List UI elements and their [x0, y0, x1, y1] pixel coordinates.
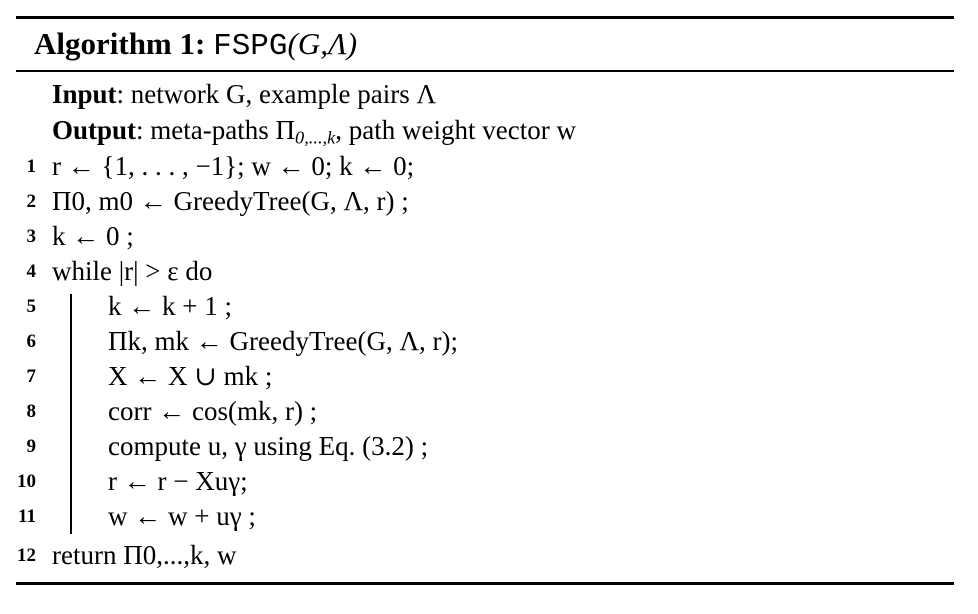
line-number: 6 — [26, 331, 37, 352]
line-text: while |r| > ε do — [52, 256, 213, 286]
line-text: compute u, γ using Eq. (3.2) ; — [108, 431, 429, 461]
output-keyword: Output — [52, 115, 137, 145]
line-text: k ← 0 ; — [52, 221, 134, 251]
algorithm-line-5: 5 k ← k + 1 ; — [0, 289, 978, 324]
output-subscript: 0,...,k — [295, 127, 336, 148]
algorithm-line-3: 3 k ← 0 ; — [0, 219, 978, 254]
line-number: 4 — [26, 261, 37, 282]
line-text: k ← k + 1 ; — [108, 291, 232, 321]
line-text: return Π0,...,k, w — [52, 540, 237, 570]
output-text-b: , path weight vector w — [335, 115, 576, 145]
title-rule — [16, 70, 954, 72]
line-number: 12 — [17, 545, 36, 566]
line-text: X ← X ∪ mk ; — [108, 361, 273, 391]
input-keyword: Input — [52, 79, 117, 109]
algorithm-line-4: 4 while |r| > ε do — [0, 254, 978, 289]
algorithm-title: Algorithm 1: FSPG(G,Λ) — [34, 24, 357, 67]
algorithm-line-6: 6 Πk, mk ← GreedyTree(G, Λ, r); — [0, 324, 978, 359]
algorithm-line-9: 9 compute u, γ using Eq. (3.2) ; — [0, 429, 978, 464]
line-number: 9 — [26, 436, 37, 457]
algorithm-line-10: 10 r ← r − Xuγ; — [0, 464, 978, 499]
output-text-a: : meta-paths Π — [136, 115, 296, 145]
line-text: Πk, mk ← GreedyTree(G, Λ, r); — [108, 326, 459, 356]
input-line: Input: network G, example pairs Λ — [0, 77, 978, 112]
input-text: : network G, example pairs Λ — [116, 79, 437, 109]
line-text: r ← r − Xuγ; — [108, 466, 248, 496]
algorithm-line-1: 1 r ← {1, . . . , −1}; w ← 0; k ← 0; — [0, 149, 978, 184]
algorithm-line-8: 8 corr ← cos(mk, r) ; — [0, 394, 978, 429]
line-text: r ← {1, . . . , −1}; w ← 0; k ← 0; — [52, 151, 415, 181]
line-number: 3 — [26, 226, 37, 247]
algorithm-label: Algorithm 1: — [34, 26, 206, 61]
while-block-bar — [70, 294, 72, 534]
line-number: 10 — [17, 471, 36, 492]
line-number: 2 — [26, 191, 37, 212]
line-text: Π0, m0 ← GreedyTree(G, Λ, r) ; — [52, 186, 409, 216]
algorithm-line-12: 12 return Π0,...,k, w — [0, 538, 978, 573]
line-number: 5 — [26, 296, 37, 317]
output-line: Output: meta-paths Π0,...,k, path weight… — [0, 113, 978, 148]
top-rule — [16, 16, 954, 19]
bottom-rule — [16, 582, 954, 585]
line-number: 8 — [26, 401, 37, 422]
line-text: corr ← cos(mk, r) ; — [108, 396, 318, 426]
line-number: 11 — [18, 506, 36, 527]
algorithm-name: FSPG — [213, 29, 288, 64]
algorithm-line-11: 11 w ← w + uγ ; — [0, 499, 978, 534]
algorithm-line-2: 2 Π0, m0 ← GreedyTree(G, Λ, r) ; — [0, 184, 978, 219]
algorithm-line-7: 7 X ← X ∪ mk ; — [0, 359, 978, 394]
algorithm-args: (G,Λ) — [287, 26, 358, 61]
line-text: w ← w + uγ ; — [108, 501, 256, 531]
line-number: 7 — [26, 366, 37, 387]
line-number: 1 — [26, 156, 37, 177]
